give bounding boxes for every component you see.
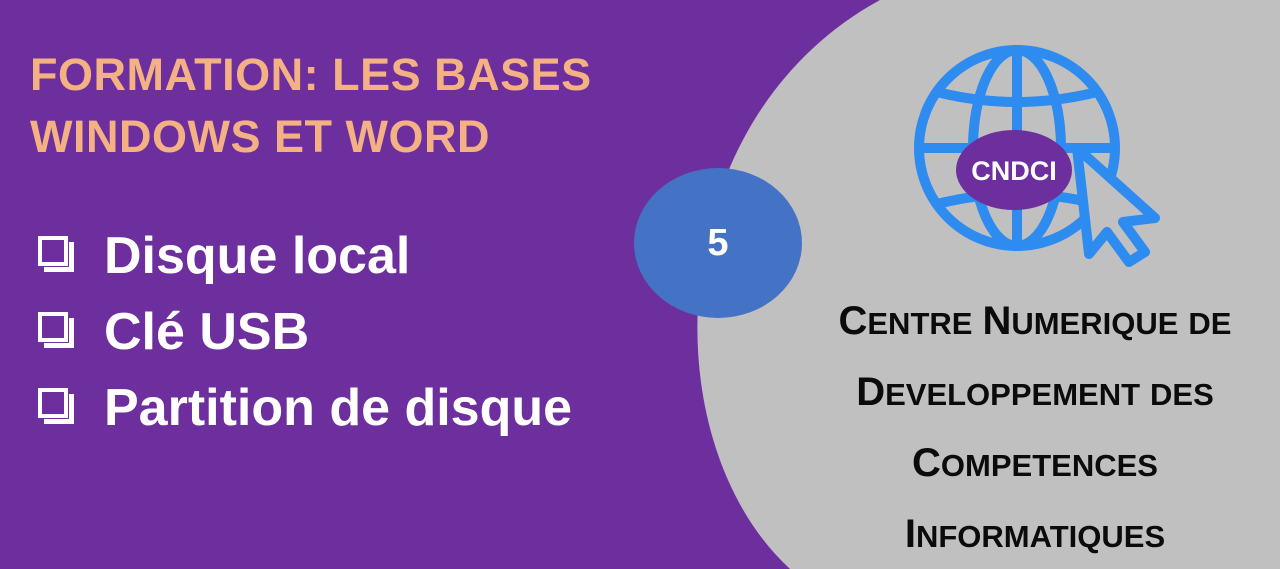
topic-item: Disque local xyxy=(38,218,572,294)
logo-oval xyxy=(956,130,1072,210)
course-title-line-1: FORMATION: LES BASES xyxy=(30,49,592,100)
topic-item-label: Disque local xyxy=(104,227,411,285)
topic-item: Partition de disque xyxy=(38,370,572,446)
cndci-logo: CNDCI xyxy=(914,45,1160,267)
checkbox-icon xyxy=(38,236,78,276)
checkbox-icon xyxy=(38,312,78,352)
course-title: FORMATION: LES BASES WINDOWS ET WORD xyxy=(30,44,592,168)
cursor-arrow-icon xyxy=(1072,143,1160,267)
topic-list: Disque local Clé USB Partition de disque xyxy=(38,218,572,446)
org-name-line-4: INFORMATIQUES xyxy=(904,512,1166,556)
topic-item-label: Clé USB xyxy=(104,303,310,361)
checkbox-icon xyxy=(38,388,78,428)
lesson-number: 5 xyxy=(707,221,729,264)
course-title-line-2: WINDOWS ET WORD xyxy=(30,111,490,162)
topic-item: Clé USB xyxy=(38,294,572,370)
topic-item-label: Partition de disque xyxy=(104,379,573,437)
lesson-number-badge: 5 xyxy=(634,168,802,318)
right-panel-arc xyxy=(697,0,1280,569)
org-name-line-3: COMPETENCES xyxy=(912,441,1158,485)
logo-text: CNDCI xyxy=(971,156,1057,186)
